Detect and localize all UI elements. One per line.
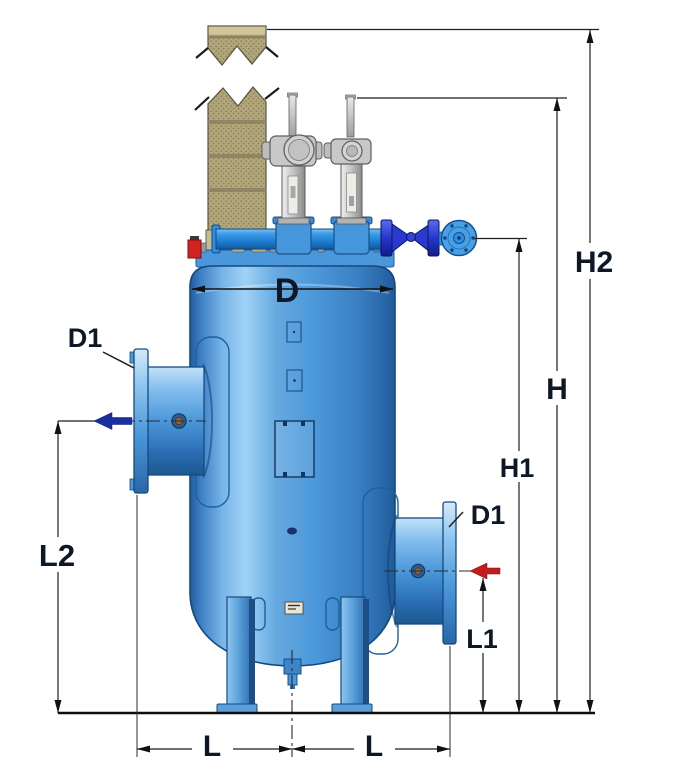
dimension-label-l2: L2 (39, 538, 75, 573)
dimension-h (553, 98, 561, 713)
dimension-arrowhead-icon (553, 98, 561, 111)
dimension-l (136, 495, 451, 757)
filter-element (194, 25, 280, 251)
dimension-label-l1: L1 (466, 624, 498, 654)
break-line-icon (195, 47, 209, 59)
dimension-d (192, 285, 393, 293)
flange-bolt-holes (443, 224, 475, 252)
leg-foot-pad (216, 703, 258, 714)
drain-end-flange (440, 219, 478, 257)
lower-tag (284, 601, 304, 615)
break-line-icon (265, 46, 279, 58)
dimension-arrowhead-icon (515, 700, 523, 713)
backwash-valve-body-left (275, 220, 312, 255)
dimension-label-l-right: L (365, 730, 383, 763)
backwash-valve-body-right (333, 220, 370, 255)
dimension-arrowhead-icon (479, 578, 487, 591)
dimension-arrowhead-icon (292, 745, 305, 753)
vessel-front-fittings (274, 321, 315, 615)
dimension-label-h1: H1 (500, 453, 535, 483)
dimension-arrowhead-icon (479, 700, 487, 713)
dimension-arrowhead-icon (54, 421, 62, 434)
dimension-arrowhead-icon (515, 239, 523, 252)
drain-valve (380, 219, 444, 257)
dimension-label-h: H (546, 373, 568, 406)
dimension-arrowhead-icon (586, 700, 594, 713)
dimension-label-l-left: L (203, 730, 221, 763)
dimension-arrowhead-icon (279, 745, 292, 753)
break-line-icon (264, 87, 280, 100)
dimension-arrowhead-icon (586, 30, 594, 43)
dimension-label-h2: H2 (575, 246, 613, 279)
dimension-arrowhead-icon (553, 700, 561, 713)
inlet-flow-arrow-icon (469, 562, 501, 580)
nameplate (274, 420, 315, 478)
dimension-arrowhead-icon (192, 285, 205, 293)
dimension-arrowhead-icon (380, 285, 393, 293)
cover-relief-valve (187, 236, 202, 259)
inlet-flange (442, 501, 457, 645)
outlet-flow-arrow-icon (93, 412, 133, 430)
dimension-arrowhead-icon (137, 745, 150, 753)
dimension-label-d1-left: D1 (68, 323, 103, 353)
support-leg-left (216, 596, 266, 714)
dimension-label-d1-right: D1 (471, 500, 506, 530)
dimension-label-d: D (275, 272, 300, 310)
dimension-arrowhead-icon (54, 700, 62, 713)
support-leg-right (325, 596, 373, 714)
leg-foot-pad (331, 703, 373, 714)
d1-left-leader-line (102, 351, 135, 369)
valve-actuator-left (261, 92, 323, 225)
dimension-arrowhead-icon (437, 745, 450, 753)
valve-actuator-right (323, 94, 372, 225)
dimension-h2 (586, 30, 594, 713)
break-line-icon (194, 96, 210, 111)
d1-right-leader-line (448, 511, 464, 528)
